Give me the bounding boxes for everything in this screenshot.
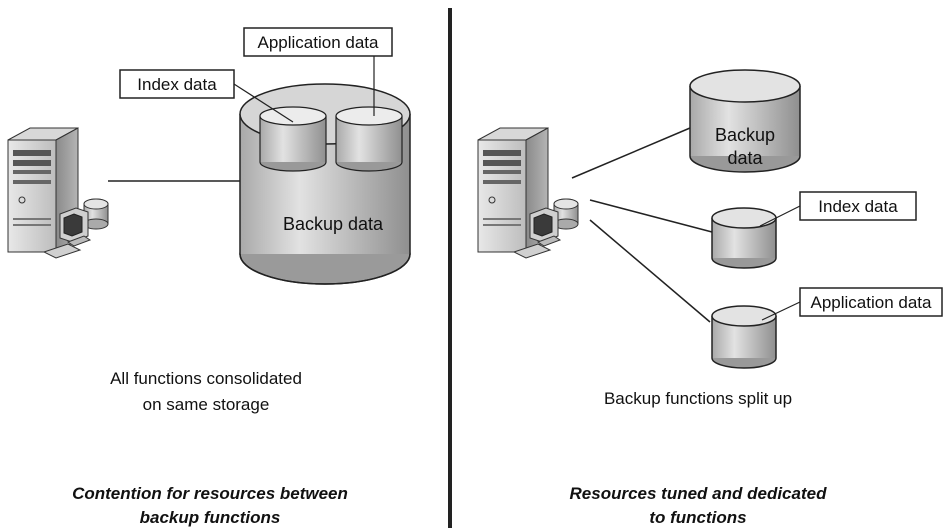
right-index-callout: Index data xyxy=(759,191,917,227)
right-connection-index xyxy=(589,199,713,233)
left-server-icon xyxy=(7,127,109,259)
svg-text:Index data: Index data xyxy=(818,197,898,216)
right-conclusion-line-2: to functions xyxy=(649,508,746,527)
right-connection-backup xyxy=(571,127,691,179)
index-data-cylinder xyxy=(259,106,327,172)
right-caption: Backup functions split up xyxy=(604,389,792,408)
right-index-cylinder xyxy=(711,207,777,269)
svg-text:Application data: Application data xyxy=(811,293,933,312)
right-backup-cylinder xyxy=(689,69,801,173)
right-backup-label-line-1: Backup xyxy=(715,125,775,145)
right-application-callout: Application data xyxy=(761,287,943,321)
right-server-icon xyxy=(477,127,579,259)
right-conclusion-line-1: Resources tuned and dedicated xyxy=(570,484,828,503)
svg-text:Index data: Index data xyxy=(137,75,217,94)
svg-text:Application data: Application data xyxy=(258,33,380,52)
application-data-callout: Application data xyxy=(243,27,393,116)
right-application-cylinder xyxy=(711,305,777,369)
right-backup-label-line-2: data xyxy=(727,148,763,168)
backup-storage-label: Backup data xyxy=(283,214,384,234)
application-data-cylinder xyxy=(335,106,403,172)
left-conclusion-line-1: Contention for resources between xyxy=(72,484,348,503)
left-conclusion-line-2: backup functions xyxy=(140,508,281,527)
left-caption-line-1: All functions consolidated xyxy=(110,369,302,388)
left-caption-line-2: on same storage xyxy=(143,395,270,414)
right-connection-application xyxy=(589,219,711,323)
index-data-callout: Index data xyxy=(119,69,294,123)
